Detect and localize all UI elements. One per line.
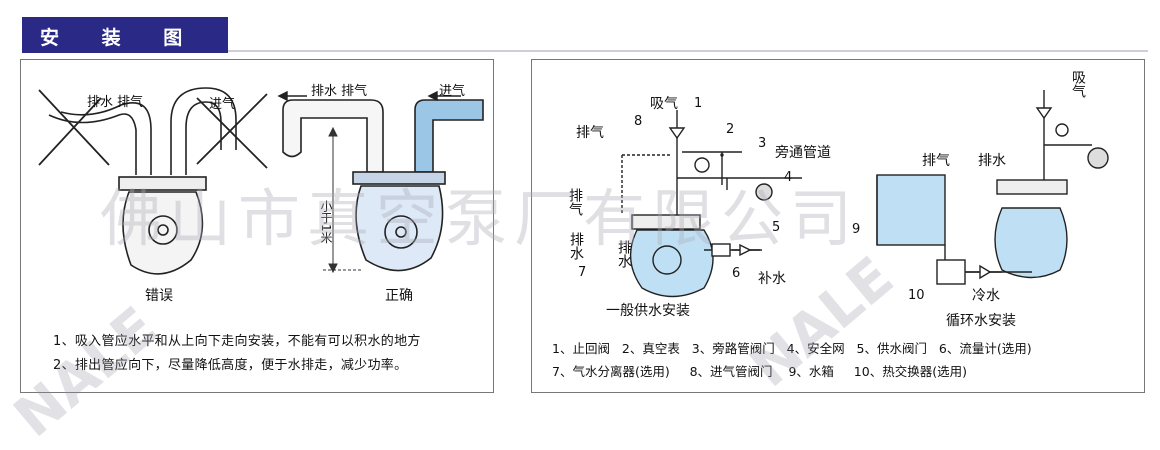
legend-item: 5、供水阀门 — [856, 341, 927, 356]
bypass-label: 旁通管道 — [775, 145, 831, 161]
legend-item: 1、止回阀 — [552, 341, 610, 356]
installation-drawing — [621, 90, 1109, 298]
callout-1: 1 — [694, 96, 703, 111]
callout-3: 3 — [758, 136, 767, 151]
height-label: 小于1米 — [319, 200, 333, 244]
correct-pump-drawing — [282, 99, 484, 272]
vertical-exhaust-water-label: 排水 — [568, 232, 584, 260]
cooling-water-label: 冷水 — [972, 288, 1000, 304]
legend-item: 4、安全网 — [786, 341, 845, 356]
legend-item: 7、气水分离器(选用) — [552, 364, 670, 379]
callout-5: 5 — [772, 220, 781, 235]
general-suction-label: 吸气 — [650, 96, 678, 112]
correct-intake-label: 进气 — [439, 84, 466, 99]
circulation-install-caption: 循环水安装 — [946, 313, 1016, 329]
wrong-cross-right — [196, 93, 268, 169]
general-install-caption: 一般供水安装 — [606, 303, 690, 319]
callout-10: 10 — [908, 288, 925, 303]
callout-6: 6 — [732, 266, 741, 281]
wrong-cross-left — [38, 89, 110, 166]
section-title-bar: 安 装 图 — [22, 17, 228, 53]
callout-4: 4 — [784, 170, 793, 185]
note-2: 2、排出管应向下，尽量降低高度，便于水排走，减少功率。 — [53, 358, 408, 373]
legend-item: 3、旁路管阀门 — [691, 341, 775, 356]
general-install-drawing — [621, 110, 802, 298]
legend-item: 10、热交换器(选用) — [853, 364, 967, 379]
header-rule — [228, 50, 1148, 52]
makeup-water-label: 补水 — [758, 271, 786, 287]
callout-2: 2 — [726, 122, 735, 137]
callout-9: 9 — [852, 222, 861, 237]
wrong-intake-label: 进气 — [209, 97, 236, 112]
wrong-exhaust-label: 排水 排气 — [87, 95, 144, 110]
legend-item: 2、真空表 — [621, 341, 680, 356]
general-exhaust-label: 排气 — [576, 125, 604, 141]
vertical-exhaust-air-label: 排气 — [567, 188, 583, 216]
circulation-exhaust-water-label: 排水 — [978, 153, 1006, 169]
installation-panel: 排气 吸气 旁通管道 排气 排水 排水 补水 一般供水安装 1 2 3 4 5 … — [531, 59, 1145, 393]
legend-item: 9、水箱 — [788, 364, 834, 379]
pipe-orientation-drawing — [38, 87, 484, 275]
correct-caption: 正确 — [385, 288, 413, 304]
circulation-install-drawing — [876, 90, 1109, 285]
callout-7: 7 — [578, 265, 587, 280]
legend-row-2: 7、气水分离器(选用) 8、进气管阀门 9、水箱 10、热交换器(选用) — [552, 361, 967, 380]
height-dimension — [323, 126, 361, 274]
legend-row-1: 1、止回阀 2、真空表 3、旁路管阀门 4、安全网 5、供水阀门 6、流量计(选… — [552, 338, 1032, 357]
legend-item: 8、进气管阀门 — [689, 364, 773, 379]
callout-8: 8 — [634, 114, 643, 129]
correct-exhaust-label: 排水 排气 — [311, 84, 368, 99]
pipe-orientation-panel: 排水 排气 进气 错误 排水 排气 进气 小于1米 正确 1、吸入管应水平和从上… — [20, 59, 494, 393]
circulation-exhaust-air-label: 排气 — [922, 153, 950, 169]
note-1: 1、吸入管应水平和从上向下走向安装，不能有可以积水的地方 — [53, 334, 421, 349]
wrong-pump-drawing — [48, 87, 237, 275]
circulation-suction-label: 吸气 — [1070, 70, 1086, 98]
legend-item: 6、流量计(选用) — [938, 341, 1032, 356]
drain-water-label: 排水 — [616, 240, 632, 268]
flow-arrows — [277, 90, 461, 102]
section-title: 安 装 图 — [40, 27, 201, 49]
wrong-caption: 错误 — [145, 288, 173, 304]
